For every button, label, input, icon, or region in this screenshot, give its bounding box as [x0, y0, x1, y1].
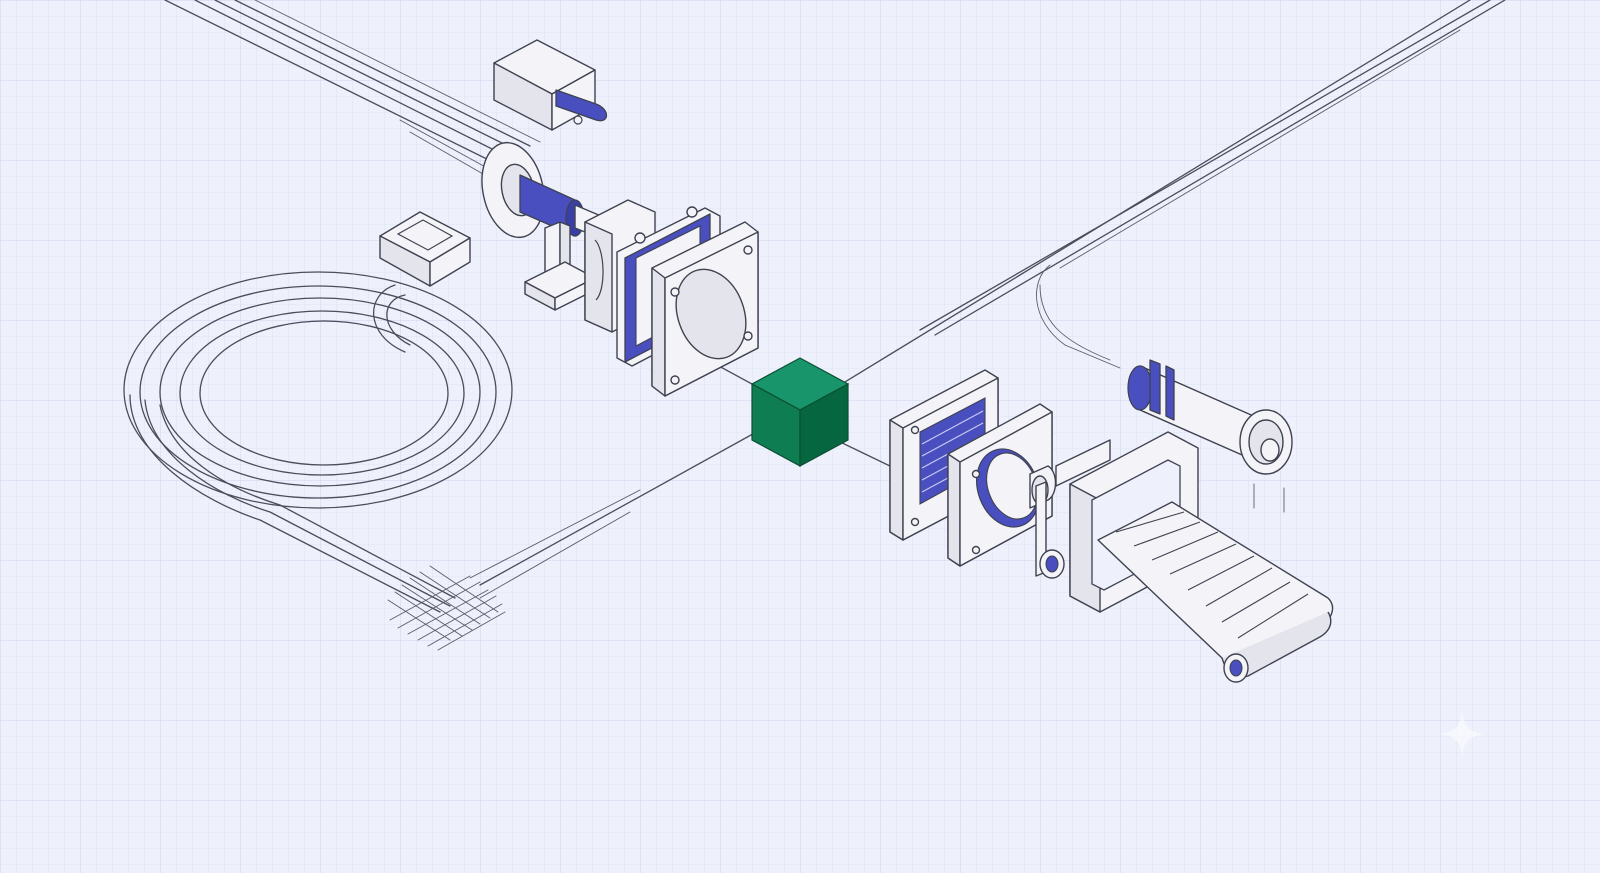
pedestal-stand: [524, 221, 596, 311]
conveyor-belt: [1097, 501, 1334, 683]
sparkle-icon: [1440, 712, 1484, 756]
mesh-junction: [387, 565, 506, 651]
link-mesh-to-hub: [469, 429, 761, 599]
cable-bundle-top-right: [839, 0, 1506, 386]
hub-cube: [750, 357, 850, 468]
square-flange: [651, 221, 759, 397]
cable-bundle-top-left: [164, 0, 541, 179]
cable-clip: [379, 211, 471, 287]
piston-cylinder: [1127, 359, 1293, 513]
cable-loop: [123, 271, 513, 613]
feeder-box: [493, 39, 608, 131]
